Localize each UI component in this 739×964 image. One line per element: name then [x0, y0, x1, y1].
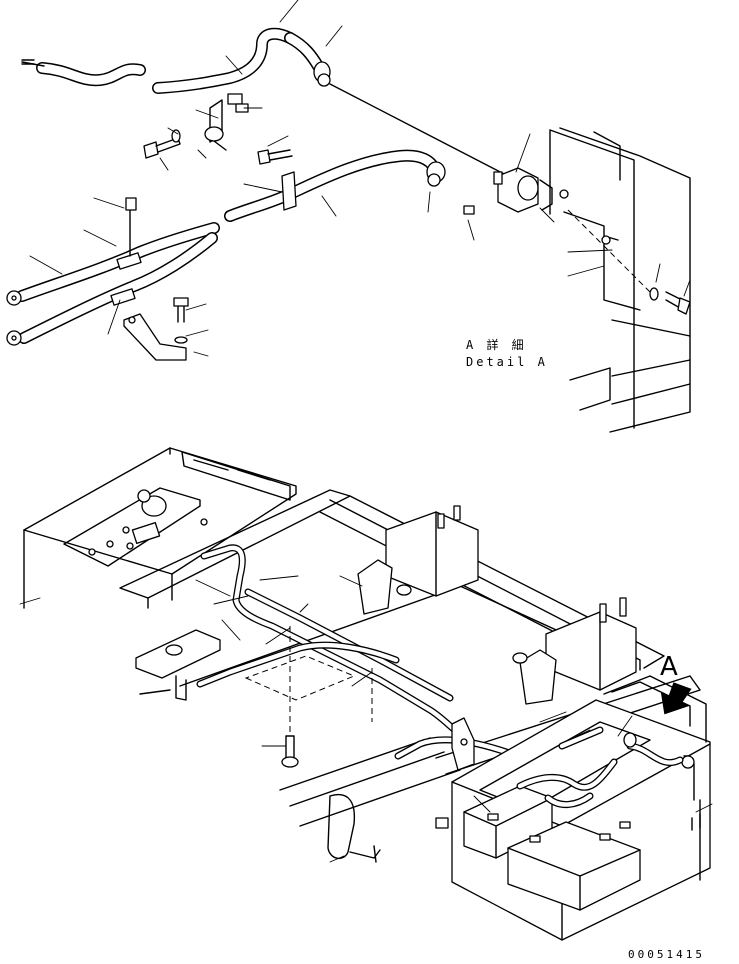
signal-wire — [329, 83, 509, 177]
rubber-boot-top — [313, 61, 331, 87]
battery-box — [451, 675, 711, 941]
lower-frame-casting — [327, 793, 449, 863]
leader-lines-detail — [29, 0, 691, 357]
bolt-middle — [257, 149, 293, 165]
cable-bracket-mid — [281, 171, 297, 211]
clamp-bracket-small — [204, 93, 249, 151]
battery-cables — [516, 726, 684, 808]
hidden-plate — [244, 626, 373, 768]
view-marker-letter: A — [660, 652, 678, 682]
detail-label-en: Detail A — [466, 355, 548, 369]
vertical-posts — [357, 505, 637, 705]
mount-bracket-lower — [123, 297, 189, 361]
frame-panel-right — [549, 127, 691, 433]
detail-a-group — [6, 0, 691, 433]
battery-relay — [463, 167, 553, 215]
drawing-number: 00051415 — [628, 948, 705, 961]
bolt-top-left — [143, 129, 181, 159]
harness-bracket — [451, 717, 475, 771]
main-battery-cable — [36, 27, 324, 94]
left-control-box — [23, 447, 297, 609]
rubber-boot-mid — [426, 161, 446, 187]
left-mount-plate — [135, 629, 221, 701]
center-line — [567, 209, 653, 295]
leader-lines-main — [19, 575, 713, 863]
detail-label-jp: A 詳 細 — [466, 338, 527, 352]
secondary-cable — [224, 149, 442, 222]
cable-harness — [196, 544, 564, 774]
bolt-right — [649, 287, 691, 315]
view-arrow-icon — [660, 682, 692, 715]
main-assembly-group — [19, 447, 713, 941]
